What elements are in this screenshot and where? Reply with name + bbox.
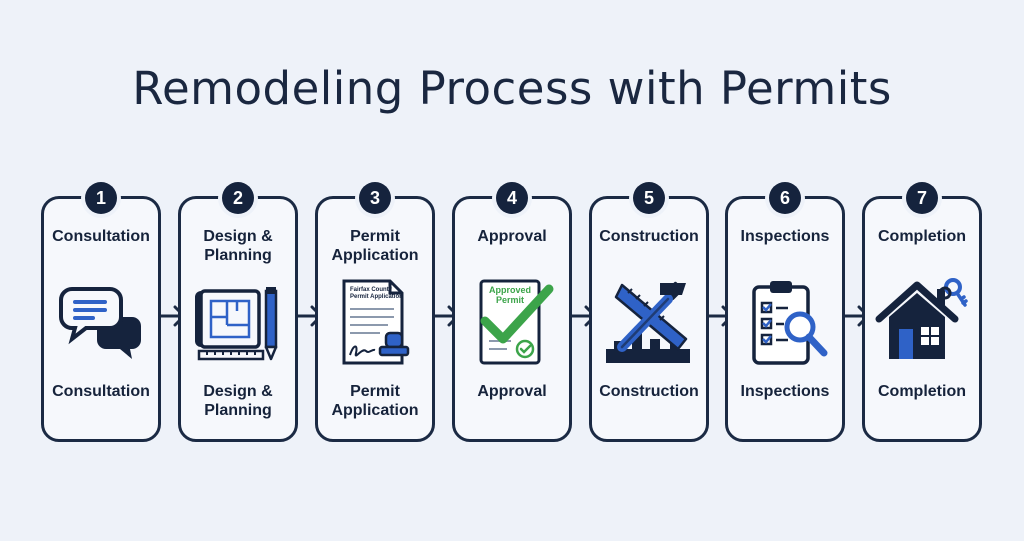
step-card-completion: 7 Completion Completion xyxy=(862,182,982,442)
step-card-design-planning: 2 Design & Planning Design & Planning xyxy=(178,182,298,442)
step-label-top: Permit Application xyxy=(331,228,419,264)
step-number-badge: 6 xyxy=(769,182,801,214)
chat-bubbles-icon xyxy=(59,287,141,359)
approved-text-line-1: Approved xyxy=(489,285,531,295)
clipboard-magnifier-icon xyxy=(752,281,828,365)
step-card-approval: 4 Approval Approved Permit Approval xyxy=(452,182,572,442)
house-keys-icon xyxy=(875,278,968,359)
step-label-bottom: Consultation xyxy=(52,383,150,400)
page-title: Remodeling Process with Permits xyxy=(132,62,892,115)
step-label-bottom: Approval xyxy=(477,383,547,400)
approved-text-line-2: Permit xyxy=(496,295,524,305)
step-label-top: Completion xyxy=(878,228,966,245)
step-label-top: Inspections xyxy=(740,228,830,245)
step-label-bottom: Inspections xyxy=(740,383,830,400)
step-label-top: Approval xyxy=(477,228,547,245)
step-number-badge: 5 xyxy=(633,182,665,214)
step-label-top: Design & Planning xyxy=(203,228,273,264)
step-card-inspections: 6 Inspections Inspections xyxy=(725,182,845,442)
step-number-badge: 2 xyxy=(222,182,254,214)
step-card-construction: 5 Construction Construction xyxy=(589,182,709,442)
approved-permit-check-icon: Approved Permit xyxy=(479,279,554,365)
form-header-line-1: Fairfax County xyxy=(350,287,393,293)
step-number-badge: 1 xyxy=(85,182,117,214)
step-number-badge: 4 xyxy=(496,182,528,214)
step-label-bottom: Construction xyxy=(599,383,699,400)
step-label-top: Consultation xyxy=(52,228,150,245)
step-label-bottom: Permit Application xyxy=(331,383,419,419)
step-number-badge: 3 xyxy=(359,182,391,214)
step-label-bottom: Design & Planning xyxy=(203,383,273,419)
hammer-saw-icon xyxy=(606,281,690,363)
step-card-permit-application: 3 Permit Application Fairfax County Perm… xyxy=(315,182,435,442)
step-card-consultation: 1 Consultation Consultation xyxy=(41,182,161,442)
step-label-top: Construction xyxy=(599,228,699,245)
permit-form-stamp-icon: Fairfax County Permit Application xyxy=(342,279,410,365)
step-label-bottom: Completion xyxy=(878,383,966,400)
blueprint-pencil-icon xyxy=(195,287,278,361)
step-number-badge: 7 xyxy=(906,182,938,214)
form-header-line-2: Permit Application xyxy=(350,294,403,300)
